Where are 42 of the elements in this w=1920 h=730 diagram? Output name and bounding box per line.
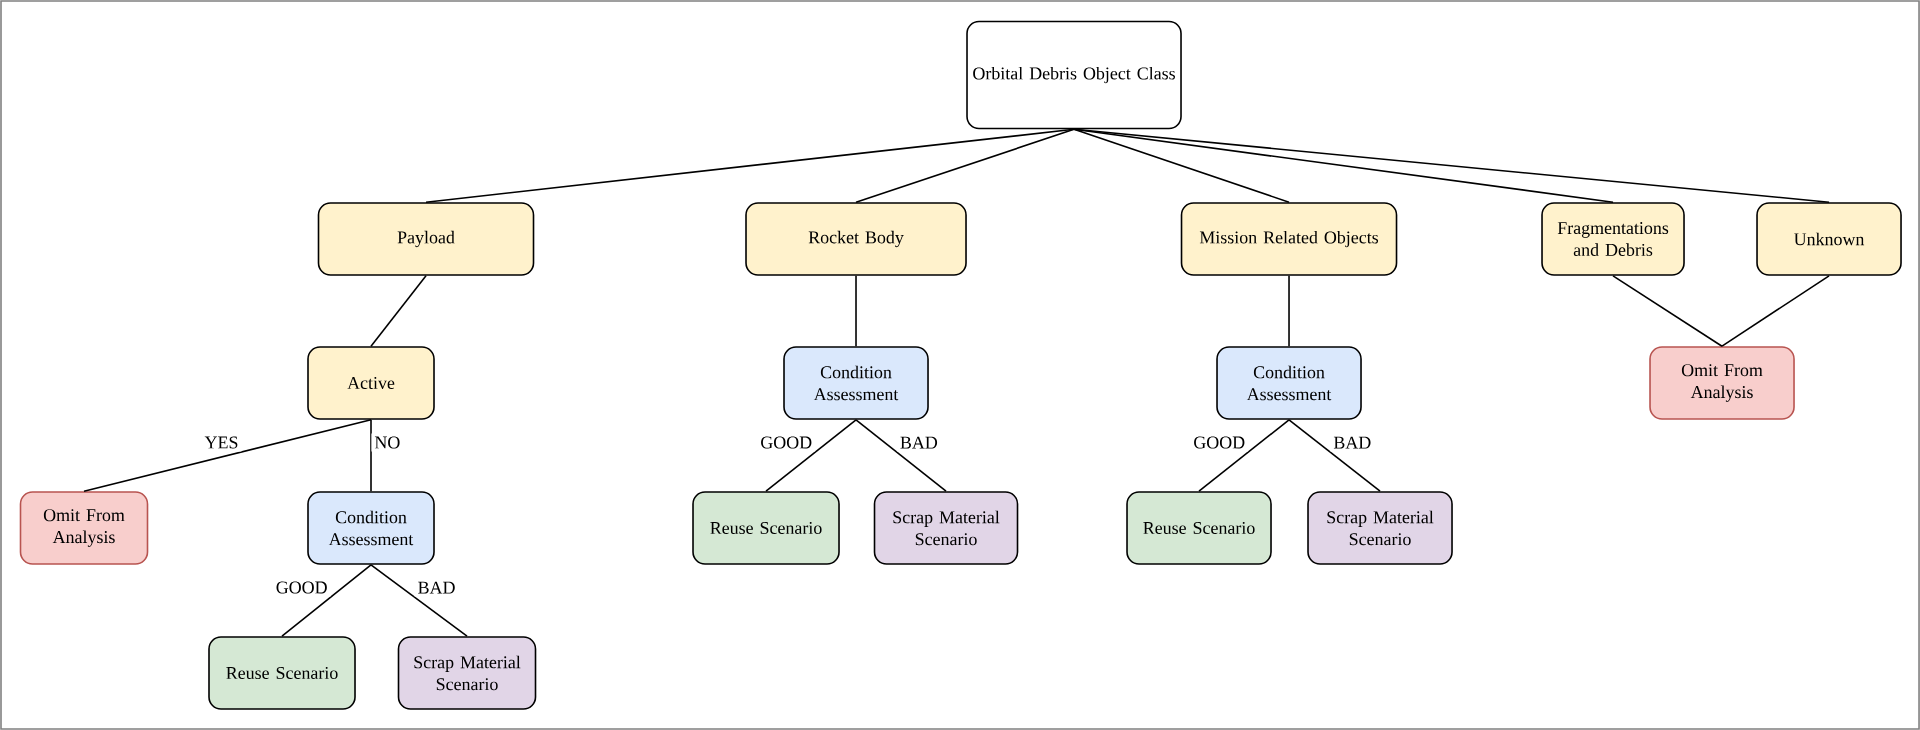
assessment-box: Condition Assessment bbox=[307, 491, 435, 565]
edge-label: GOOD bbox=[757, 433, 816, 452]
connector-line bbox=[281, 564, 372, 637]
outcome-box: Reuse Scenario bbox=[692, 491, 840, 565]
root-box: Orbital Debris Object Class bbox=[966, 20, 1182, 130]
outcome-box: Reuse Scenario bbox=[1126, 491, 1272, 565]
category-box: Unknown bbox=[1756, 202, 1902, 276]
connector-line bbox=[1612, 275, 1723, 347]
connector-line bbox=[370, 564, 468, 637]
outcome-box: Reuse Scenario bbox=[208, 636, 356, 710]
edge-label: YES bbox=[201, 433, 242, 452]
edge-label: BAD bbox=[896, 433, 941, 452]
outcome-box: Omit From Analysis bbox=[1649, 346, 1795, 420]
connector-line bbox=[855, 275, 857, 347]
edge-label: BAD bbox=[414, 578, 459, 597]
connector-line bbox=[1073, 128, 1290, 203]
connector-line bbox=[855, 128, 1075, 203]
assessment-box: Condition Assessment bbox=[1216, 346, 1362, 420]
connector-line bbox=[1198, 419, 1290, 492]
category-box: Active bbox=[307, 346, 435, 420]
connector-line bbox=[83, 419, 372, 492]
assessment-box: Condition Assessment bbox=[783, 346, 929, 420]
edge-label: NO bbox=[371, 433, 404, 452]
connector-line bbox=[1288, 275, 1290, 347]
connector-line bbox=[1073, 128, 1830, 203]
outcome-box: Scrap Material Scenario bbox=[1307, 491, 1453, 565]
outcome-box: Scrap Material Scenario bbox=[397, 636, 537, 710]
outcome-box: Omit From Analysis bbox=[19, 491, 149, 565]
connector-line bbox=[370, 419, 372, 492]
edge-label: BAD bbox=[1330, 433, 1375, 452]
connector-line bbox=[1288, 419, 1381, 492]
connector-line bbox=[1721, 275, 1830, 347]
edge-label: GOOD bbox=[272, 578, 331, 597]
connector-line bbox=[370, 275, 427, 347]
edge-label: GOOD bbox=[1190, 433, 1249, 452]
connector-line bbox=[855, 419, 947, 492]
outcome-box: Scrap Material Scenario bbox=[873, 491, 1019, 565]
category-box: Payload bbox=[317, 202, 535, 276]
category-box: Mission Related Objects bbox=[1180, 202, 1398, 276]
connector-line bbox=[765, 419, 857, 492]
category-box: Fragmentations and Debris bbox=[1541, 202, 1685, 276]
category-box: Rocket Body bbox=[745, 202, 967, 276]
